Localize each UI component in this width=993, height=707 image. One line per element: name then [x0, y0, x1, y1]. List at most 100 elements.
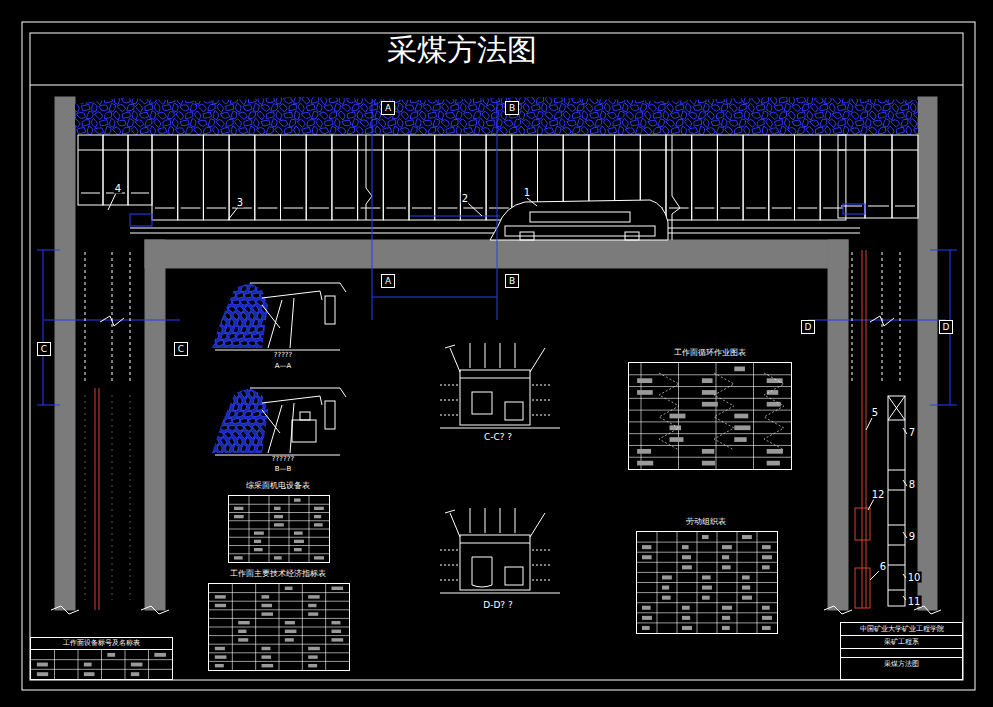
- gob-rock: [139, 112, 148, 118]
- table-cell-mark: [262, 604, 273, 607]
- floor-line: [440, 593, 560, 594]
- table-cell-mark: [234, 556, 243, 559]
- gob-rock: [131, 126, 138, 135]
- gob-rock: [612, 105, 621, 111]
- gob-rock: [217, 444, 222, 452]
- gob-rock: [526, 113, 535, 119]
- gob-rock: [352, 118, 358, 126]
- roadway: [918, 97, 937, 610]
- gob-rock: [329, 112, 336, 119]
- gob-rock: [167, 111, 174, 118]
- gob-rock: [523, 103, 529, 112]
- roadway-outline: [460, 535, 530, 590]
- shield: [820, 135, 846, 220]
- gob-rock: [346, 97, 355, 103]
- shield: [78, 135, 103, 205]
- gob-rock: [873, 104, 882, 111]
- gob-rock: [676, 119, 683, 126]
- shield-canopy: [78, 150, 103, 151]
- shield-canopy: [486, 150, 512, 151]
- table-rule: [637, 572, 777, 573]
- gob-rock: [216, 391, 224, 397]
- gob-rock: [751, 113, 760, 119]
- rib-bolt: [440, 580, 458, 581]
- gob-rock: [307, 120, 314, 127]
- gob-rock: [787, 127, 796, 134]
- gob-rock: [698, 112, 705, 119]
- table-cell-mark: [274, 507, 281, 510]
- table-cell-mark: [308, 604, 316, 607]
- gob-rock: [276, 111, 282, 121]
- table-cell-mark: [662, 575, 672, 579]
- dimension-line: [37, 405, 60, 406]
- table-cell-mark: [131, 672, 139, 676]
- shield-base: [798, 208, 818, 209]
- gob-rock: [531, 104, 540, 110]
- car-joint: [888, 470, 905, 471]
- gob-rock: [544, 128, 553, 134]
- gob-rock: [870, 95, 875, 104]
- gob-rock: [249, 312, 254, 320]
- shield-leg: [268, 300, 282, 348]
- gob-rock: [209, 299, 216, 305]
- table-cell-mark: [294, 548, 302, 551]
- gob-rock: [91, 118, 97, 127]
- table-cell-mark: [308, 647, 320, 650]
- gob-rock: [766, 119, 773, 128]
- table-grid: [629, 363, 791, 469]
- car-joint: [888, 590, 905, 591]
- gob-rock: [109, 103, 115, 111]
- callout-number: 4: [114, 183, 122, 194]
- table-grid: [229, 496, 329, 562]
- shield-canopy: [229, 150, 255, 151]
- shield-canopy: [512, 150, 538, 151]
- gob-rock: [245, 396, 250, 404]
- gob-rock: [652, 97, 661, 103]
- gob-rock: [284, 112, 293, 118]
- shearer-frame: [505, 226, 655, 236]
- table-cell-mark: [238, 638, 248, 641]
- shield-base: [823, 208, 843, 209]
- table-cell-mark: [215, 604, 226, 607]
- table-grid: [209, 584, 349, 670]
- gob-rock: [205, 292, 211, 299]
- gob-rock: [445, 113, 454, 119]
- table-cell-mark: [154, 653, 166, 657]
- gob-rock: [802, 104, 809, 111]
- gob-rock: [136, 103, 143, 112]
- gob-rock: [249, 404, 255, 410]
- leader-line: [468, 203, 482, 216]
- gob-rock: [739, 104, 746, 111]
- gob-rock: [415, 104, 422, 112]
- rib-bolts: [85, 252, 86, 382]
- shield-base: [309, 208, 329, 209]
- table-cell-mark: [262, 647, 271, 650]
- rib-bolt: [530, 348, 545, 372]
- gob-rock: [608, 128, 617, 134]
- gob-rock: [564, 95, 569, 104]
- gob-rock: [158, 128, 167, 134]
- gob-rock: [213, 410, 219, 417]
- table-rule: [101, 650, 102, 679]
- gob-rock: [482, 111, 489, 120]
- gob-rock: [301, 113, 310, 119]
- shield-base: [335, 208, 355, 209]
- gob-rock: [356, 126, 363, 135]
- gob-rock: [914, 96, 921, 105]
- gob-rock: [360, 120, 369, 127]
- table-rule: [717, 532, 718, 633]
- gob-rock: [204, 397, 211, 404]
- roadway-section: [440, 508, 560, 593]
- roof-bolt: [515, 343, 516, 368]
- equipment-car: [888, 396, 905, 420]
- table-frame: [636, 531, 778, 634]
- gob-rock: [825, 126, 831, 136]
- gob-rock: [335, 118, 340, 127]
- gob-rock: [185, 97, 194, 103]
- section-marker: C: [37, 342, 51, 356]
- shield-canopy: [795, 150, 821, 151]
- floor-line: [215, 350, 340, 351]
- table-cell-mark: [294, 498, 301, 501]
- gob-rock: [235, 119, 242, 128]
- table-cell-mark: [702, 449, 714, 454]
